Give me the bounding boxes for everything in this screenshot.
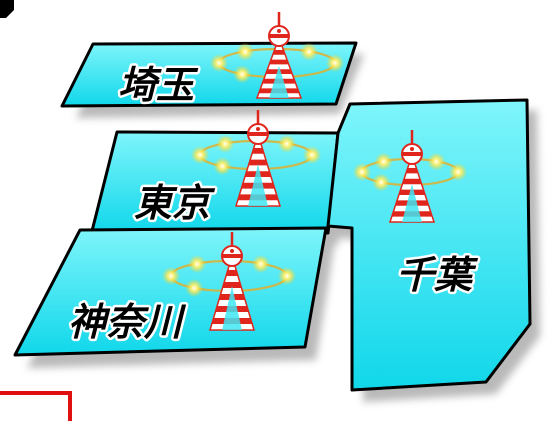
signal-glow-icon [251,255,270,273]
label-saitama: 埼玉 [118,63,199,107]
tower-light [277,29,281,33]
label-chiba: 千葉 [396,253,479,297]
signal-glow-icon [427,152,446,171]
red-frame-corner [0,391,72,421]
signal-glow-icon [213,157,232,176]
tower-gap [248,164,268,206]
tower-light [230,249,234,253]
broadcast-tower-chiba [353,130,467,223]
tower-stripe [402,178,422,185]
tower-gap [222,286,242,330]
signal-glow-icon [372,173,391,192]
signal-glow-icon [374,152,393,171]
tower-band [249,132,267,136]
broadcast-tower-kanagawa [162,232,296,331]
tower-light [410,147,414,151]
signal-glow-icon [326,54,344,72]
region-chiba [326,98,532,392]
signal-glow-icon [162,267,180,285]
signal-glow-icon [210,54,228,72]
tower-layer [162,12,467,331]
signal-glow-icon [188,255,207,273]
label-kanagawa: 神奈川 [68,300,187,344]
tower-stripe [405,168,419,174]
tower-gap [402,184,422,222]
tower-stripe [251,148,265,154]
signal-glow-icon [278,267,296,285]
tower-band [403,152,421,156]
signal-glow-icon [191,146,209,164]
tower-band [270,34,288,38]
tower-stripe [269,59,289,65]
signal-glow-icon [303,146,321,164]
tower-stripe [272,50,286,55]
signal-glow-icon [299,42,318,61]
signal-glow-icon [353,163,371,181]
signal-glow-icon [236,42,255,61]
signal-glow-icon [277,134,296,153]
tower-stripe [226,270,238,276]
tower-stripe [248,159,268,166]
tower-stripe [222,282,242,288]
corner-mark [0,0,14,18]
signal-glow-icon [185,279,204,297]
broadcast-tower-tokyo [191,110,321,207]
broadcast-tower-saitama [210,12,344,99]
signal-glow-icon [216,134,235,153]
tower-gap [269,66,289,98]
tower-band [223,254,241,258]
tower-light [256,127,260,131]
label-tokyo: 東京 [134,181,216,225]
signal-glow-icon [449,163,467,181]
signal-glow-icon [233,65,252,84]
